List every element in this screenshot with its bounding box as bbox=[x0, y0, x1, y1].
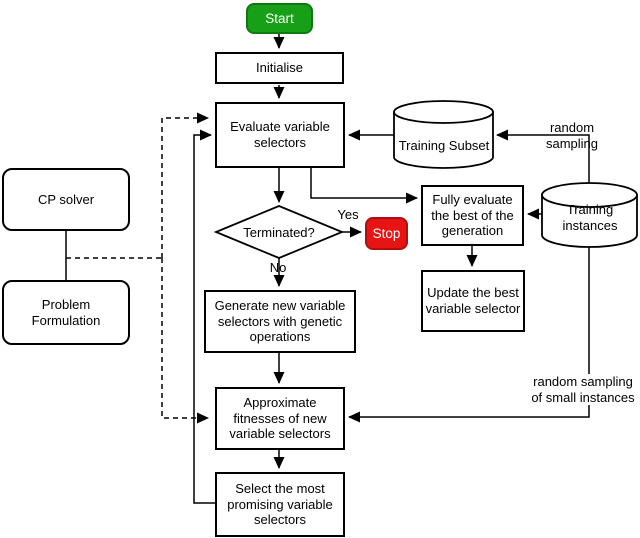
start-node: Start bbox=[246, 3, 313, 34]
training-instances-cylinder bbox=[541, 182, 638, 248]
stop-node: Stop bbox=[365, 217, 408, 250]
training-instances-label: Training instances bbox=[562, 202, 618, 233]
terminated-label: Terminated? bbox=[243, 224, 315, 240]
yes-edge-label: Yes bbox=[337, 207, 359, 223]
random-sampling-label: random sampling bbox=[545, 120, 599, 151]
solid-connectors bbox=[65, 34, 590, 504]
training-subset-cylinder bbox=[393, 100, 494, 169]
terminated-diamond bbox=[213, 205, 345, 259]
edge-evaluate-fully bbox=[310, 168, 418, 204]
cp-solver-node: CP solver bbox=[2, 168, 130, 231]
edge-instances-approximate bbox=[348, 247, 590, 423]
dashed-connectors bbox=[66, 112, 209, 424]
initialise-node: Initialise bbox=[215, 52, 344, 84]
edge-dashed-to-evaluate bbox=[161, 112, 209, 258]
training-subset-label: Training Subset bbox=[398, 137, 490, 153]
update-best-node: Update the best variable selector bbox=[421, 270, 525, 332]
fully-evaluate-node: Fully evaluate the best of the generatio… bbox=[421, 185, 524, 246]
random-sampling-small-instances-label: random sampling of small instances bbox=[530, 373, 636, 405]
problem-formulation-node: Problem Formulation bbox=[2, 280, 130, 345]
no-edge-label: No bbox=[269, 260, 287, 276]
edge-dashed-to-approximate bbox=[161, 258, 209, 424]
edge-select-evaluate-loop bbox=[193, 129, 215, 504]
generate-new-selectors-node: Generate new variable selectors with gen… bbox=[204, 290, 356, 353]
edge-instances-subset bbox=[496, 129, 590, 183]
approximate-fitnesses-node: Approximate fitnesses of new variable se… bbox=[215, 387, 345, 450]
evaluate-variable-selectors-node: Evaluate variable selectors bbox=[215, 102, 345, 168]
select-promising-node: Select the most promising variable selec… bbox=[215, 472, 345, 537]
